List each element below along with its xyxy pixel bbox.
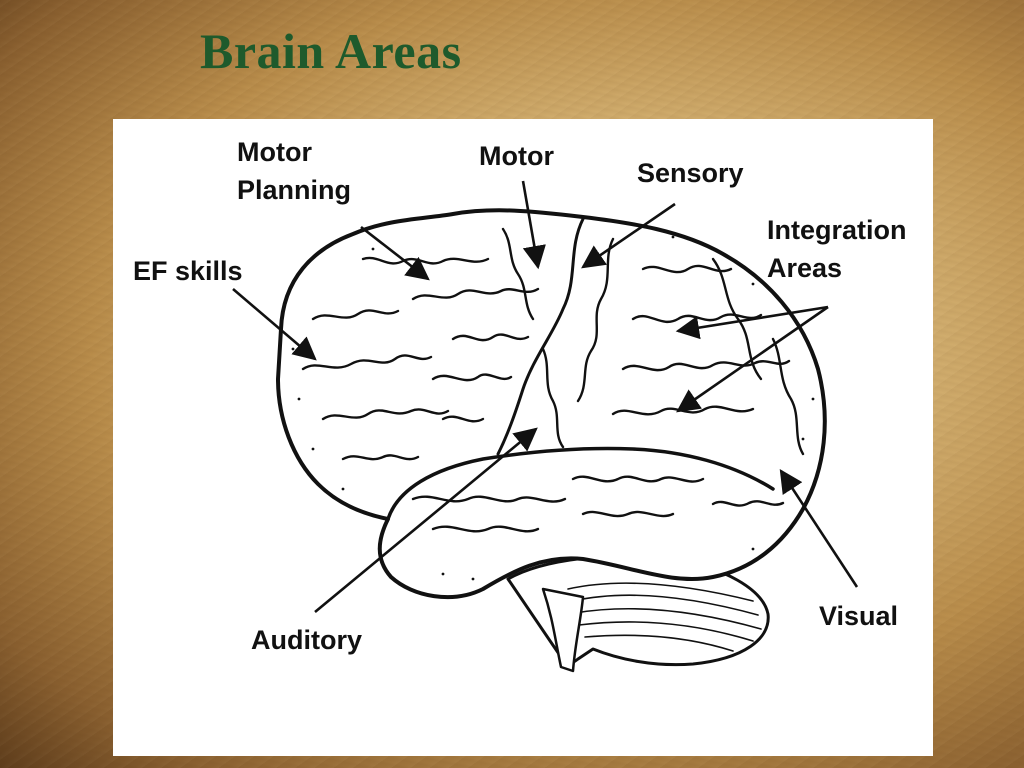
arrow-motor-planning [360,225,430,281]
label-motor-planning-line1: Motor [237,137,312,167]
label-integration-line2: Areas [767,253,843,283]
label-auditory: Auditory [251,625,362,655]
arrows [232,180,859,614]
brain-diagram [232,180,859,673]
brain-illustration [276,208,827,673]
label-integration-areas: Integration Areas [767,211,907,287]
arrow-sensory [581,202,676,269]
diagram-canvas: Motor Planning Motor Sensory Integration… [113,119,933,756]
arrow-motor [521,180,546,270]
arrow-ef-skills [232,288,317,361]
arrow-integration-2 [676,305,829,413]
arrow-visual [779,469,859,588]
label-motor-planning: Motor Planning [237,133,351,209]
label-ef-skills: EF skills [133,256,243,286]
brain-stem [541,587,585,673]
cerebrum-outline [276,208,827,600]
slide-title: Brain Areas [200,23,462,79]
arrow-integration-1 [675,305,829,340]
temporal-lobe [386,446,775,521]
label-sensory: Sensory [637,158,744,188]
label-visual: Visual [819,601,899,631]
label-integration-line1: Integration [767,215,907,245]
cerebellum-folia [567,582,762,652]
arrow-auditory [314,427,538,614]
label-motor: Motor [479,141,554,171]
label-motor-planning-line2: Planning [237,175,351,205]
central-sulcus [496,217,585,456]
